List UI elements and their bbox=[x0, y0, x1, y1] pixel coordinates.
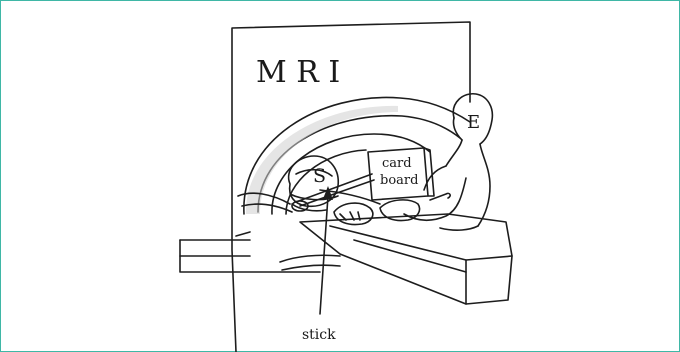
cardboard-label-line2: board bbox=[380, 173, 418, 188]
mri-label: M R I bbox=[256, 55, 340, 90]
patient-bed bbox=[300, 214, 512, 304]
cardboard-label-line1: card bbox=[382, 156, 412, 171]
stick-label: stick bbox=[302, 327, 336, 343]
experimenter-label: E bbox=[467, 112, 480, 133]
subject-label: S bbox=[313, 165, 326, 187]
stick-rod bbox=[296, 174, 374, 206]
